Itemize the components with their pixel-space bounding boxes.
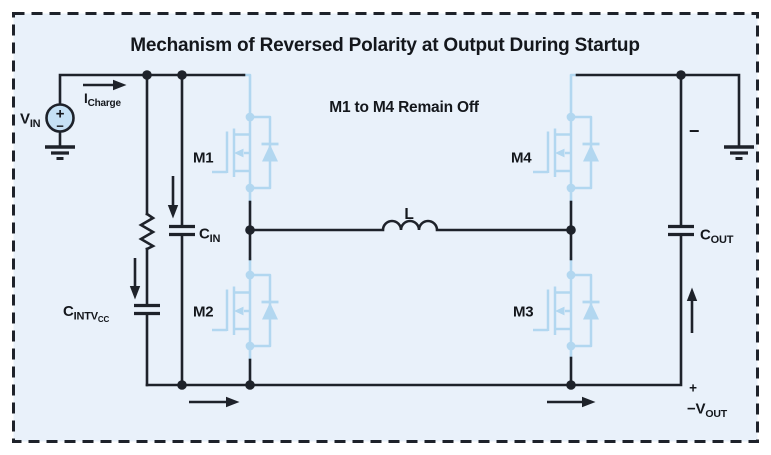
arrow-head: [113, 79, 127, 91]
cout-label-main: C: [700, 227, 711, 244]
arrow-head: [582, 396, 596, 408]
capacitor-cin: [169, 224, 195, 237]
bottom-rail: [145, 233, 683, 387]
junction-dot: [566, 380, 576, 390]
top-right-rail: [575, 73, 741, 149]
cintvcc-current-arrow: [129, 258, 141, 300]
icharge-label-sub: Charge: [88, 98, 122, 109]
current-arrows: [83, 79, 698, 408]
vin-label: VIN: [20, 111, 41, 131]
junction-dot: [142, 70, 152, 80]
junction-dots: [142, 70, 686, 390]
cintvcc-label-subsub: CC: [98, 315, 110, 324]
icharge-label-main: I: [84, 91, 88, 106]
bottom-right-current-arrow: [547, 396, 596, 408]
icharge-label: ICharge: [84, 91, 121, 109]
vout-label: −VOUT: [687, 401, 728, 421]
cintvcc-label-sub: INTV: [74, 311, 99, 323]
junction-dot: [245, 380, 255, 390]
cout-label: COUT: [700, 227, 734, 247]
arrow-head: [226, 396, 240, 408]
vin-label-sub: IN: [30, 118, 41, 130]
arrow-head: [167, 205, 179, 219]
vin-label-main: V: [20, 111, 30, 128]
junction-dot: [676, 70, 686, 80]
junction-dot: [177, 380, 187, 390]
m4-label: M4: [511, 150, 532, 167]
capacitor-cintvcc: [134, 303, 160, 316]
vin-source: + −: [45, 103, 75, 134]
cout-current-arrow: [686, 287, 698, 333]
ground-symbol-right: [724, 145, 754, 160]
m2-label: M2: [193, 304, 213, 321]
diagram-title: Mechanism of Reversed Polarity at Output…: [130, 35, 639, 56]
output-plus-sign: +: [689, 381, 697, 396]
junction-dot: [245, 225, 255, 235]
arrow-head: [129, 286, 141, 300]
inductor-wire: [248, 219, 573, 232]
cin-current-arrow: [167, 176, 179, 219]
source-minus-sign: −: [56, 119, 64, 134]
m3-label: M3: [513, 304, 533, 321]
ground-symbol-left: [45, 145, 75, 160]
cintvcc-label-main: C: [63, 303, 74, 320]
cintvcc-label: CINTVCC: [63, 303, 109, 324]
junction-dot: [566, 225, 576, 235]
junction-dot: [177, 70, 187, 80]
capacitor-plates: [134, 224, 694, 316]
cin-label-sub: IN: [210, 233, 221, 245]
voltage-source-circle: [45, 103, 75, 133]
vout-label-sub: OUT: [705, 408, 727, 420]
cout-label-sub: OUT: [711, 234, 734, 246]
output-minus-sign: −: [689, 121, 699, 141]
arrow-head: [686, 287, 698, 301]
cin-label-main: C: [199, 226, 210, 243]
inductor-label: L: [404, 206, 413, 223]
diagram-note: M1 to M4 Remain Off: [329, 99, 480, 116]
capacitor-cout: [668, 224, 694, 237]
vout-label-main: −V: [687, 401, 706, 418]
source-plus-sign: +: [56, 106, 65, 123]
dashed-panel-border: [12, 12, 759, 443]
resistor-zigzag: [138, 212, 156, 251]
bottom-left-current-arrow: [189, 396, 240, 408]
icharge-arrow: [83, 79, 127, 91]
m1-label: M1: [193, 150, 213, 167]
cin-label: CIN: [199, 226, 220, 246]
